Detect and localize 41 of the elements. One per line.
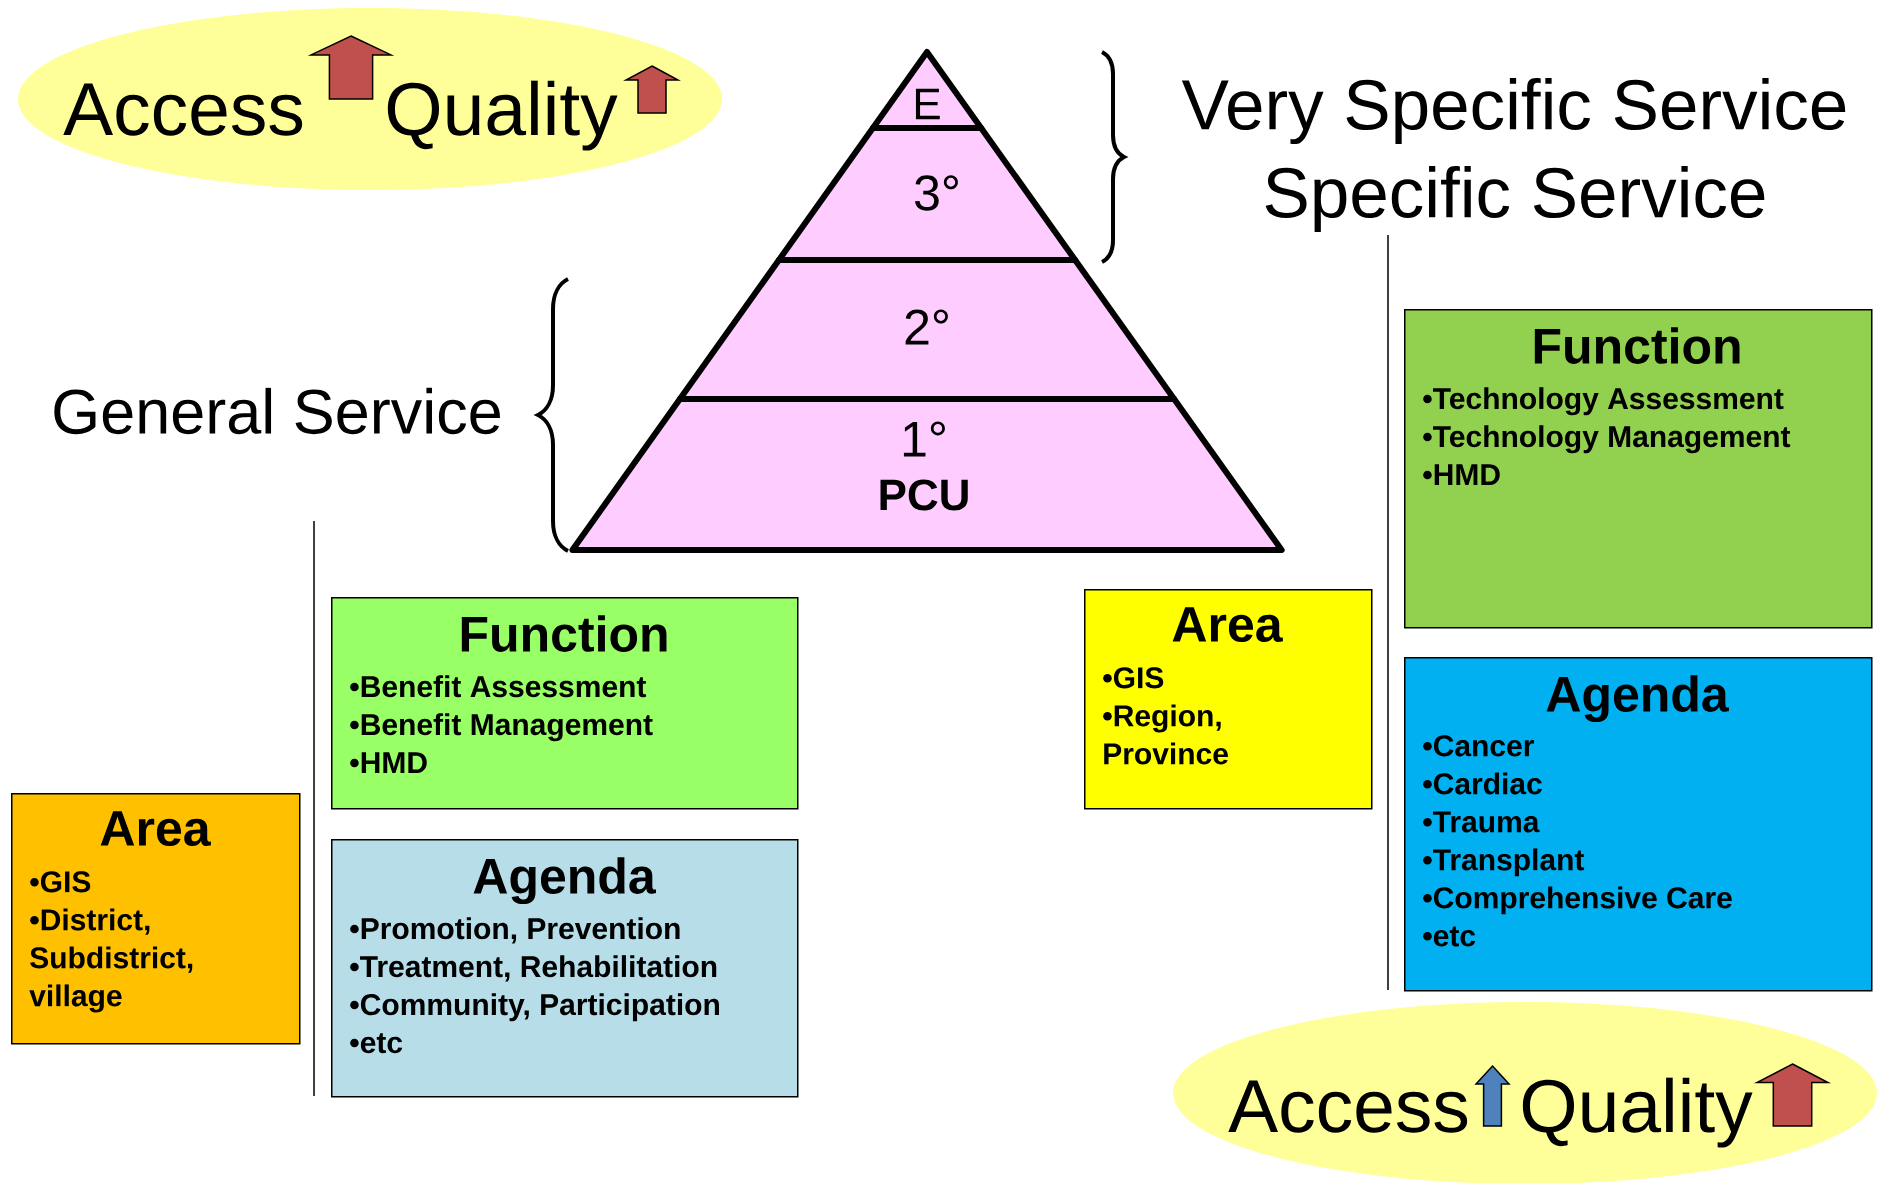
box-heading: Area xyxy=(1172,607,1283,643)
info-box xyxy=(1404,309,1873,629)
bullet-item: •Trauma xyxy=(1423,811,1540,833)
bullet-item: •etc xyxy=(1423,926,1476,947)
ellipse-label: Access xyxy=(63,83,303,136)
bullet-item: •Cardiac xyxy=(1423,772,1542,795)
bullet-item: •Cancer xyxy=(1423,735,1534,757)
pyramid-level: 2° xyxy=(676,257,1178,402)
bracket-label: Specific Service xyxy=(1265,165,1765,233)
info-box xyxy=(331,597,799,810)
ellipse-label: Quality xyxy=(1522,1077,1753,1148)
bullet-item: •Benefit Assessment xyxy=(350,675,647,698)
ellipse-label: Access xyxy=(1228,1080,1468,1133)
bullet-item: •GIS xyxy=(30,871,91,893)
box-heading: Function xyxy=(1534,327,1740,364)
bullet-item: •etc xyxy=(350,1033,403,1054)
info-box xyxy=(1084,589,1373,810)
info-box xyxy=(331,839,799,1098)
bracket-label: General Service xyxy=(54,387,500,435)
bracket-label: Very Specific Service xyxy=(1181,77,1846,145)
box-heading: Agenda xyxy=(1546,675,1729,723)
bullet-item: •Transplant xyxy=(1423,848,1585,877)
bullet-item: •HMD xyxy=(1423,464,1500,485)
bullet-item: •Community, Participation xyxy=(350,993,719,1022)
bullet-item: •GIS xyxy=(1103,667,1164,689)
bullet-item: •Comprehensive Care xyxy=(1423,886,1732,915)
bullet-item: •Benefit Management xyxy=(350,713,653,742)
bullet-item: •Promotion, Prevention xyxy=(350,917,680,944)
box-heading: Area xyxy=(100,811,211,847)
bullet-item: •Technology Assessment xyxy=(1423,387,1784,416)
ellipse-label: Quality xyxy=(387,80,618,151)
bullet-item: •Region, Province xyxy=(1103,704,1228,765)
bullet-item: •Technology Management xyxy=(1423,425,1791,454)
info-box xyxy=(1404,657,1873,992)
box-heading: Agenda xyxy=(473,857,656,905)
bullet-item: •District, Subdistrict, village xyxy=(29,908,193,1013)
bullet-item: •HMD xyxy=(350,752,427,773)
info-box xyxy=(11,793,301,1045)
bullet-item: •Treatment, Rehabilitation xyxy=(350,955,717,982)
pyramid-level: 1° PCU xyxy=(569,396,1285,553)
box-heading: Function xyxy=(461,615,667,652)
